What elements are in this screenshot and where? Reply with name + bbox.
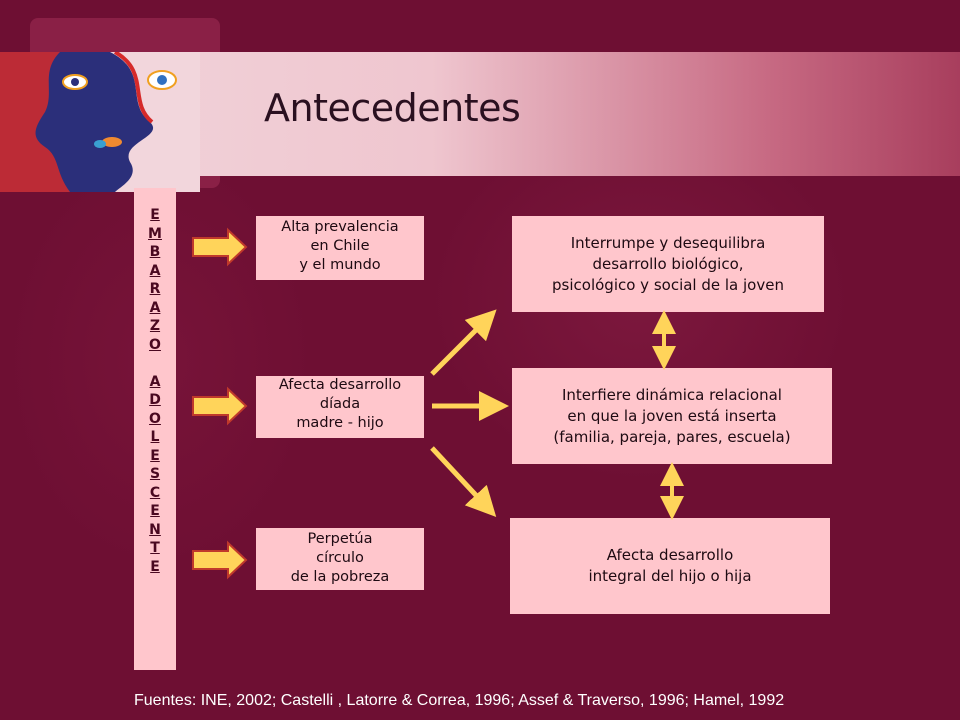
sources-footnote: Fuentes: INE, 2002; Castelli , Latorre &… xyxy=(134,692,785,709)
box-interfiere-dinamica: Interfiere dinámica relacional en que la… xyxy=(512,368,832,464)
box-perpetua-pobreza: Perpetúa círculo de la pobreza xyxy=(256,528,424,590)
arrow-to-afecta-hijo xyxy=(430,446,497,517)
block-arrow-3 xyxy=(192,540,248,580)
box-afecta-diada: Afecta desarrollo díada madre - hijo xyxy=(256,376,424,438)
block-arrow-2 xyxy=(192,386,248,426)
embarazo-adolescente-label: E M B A R A Z O A D O L E S C E N T E xyxy=(148,207,162,575)
page-title: Antecedentes xyxy=(264,86,521,130)
box-afecta-hijo: Afecta desarrollo integral del hijo o hi… xyxy=(510,518,830,614)
faces-logo xyxy=(0,50,200,192)
block-arrow-1 xyxy=(192,227,248,267)
arrow-to-interrumpe xyxy=(430,309,497,376)
box-interrumpe-desarrollo: Interrumpe y desequilibra desarrollo bio… xyxy=(512,216,824,312)
embarazo-adolescente-bar: E M B A R A Z O A D O L E S C E N T E xyxy=(134,188,176,670)
box-alta-prevalencia: Alta prevalencia en Chile y el mundo xyxy=(256,216,424,280)
